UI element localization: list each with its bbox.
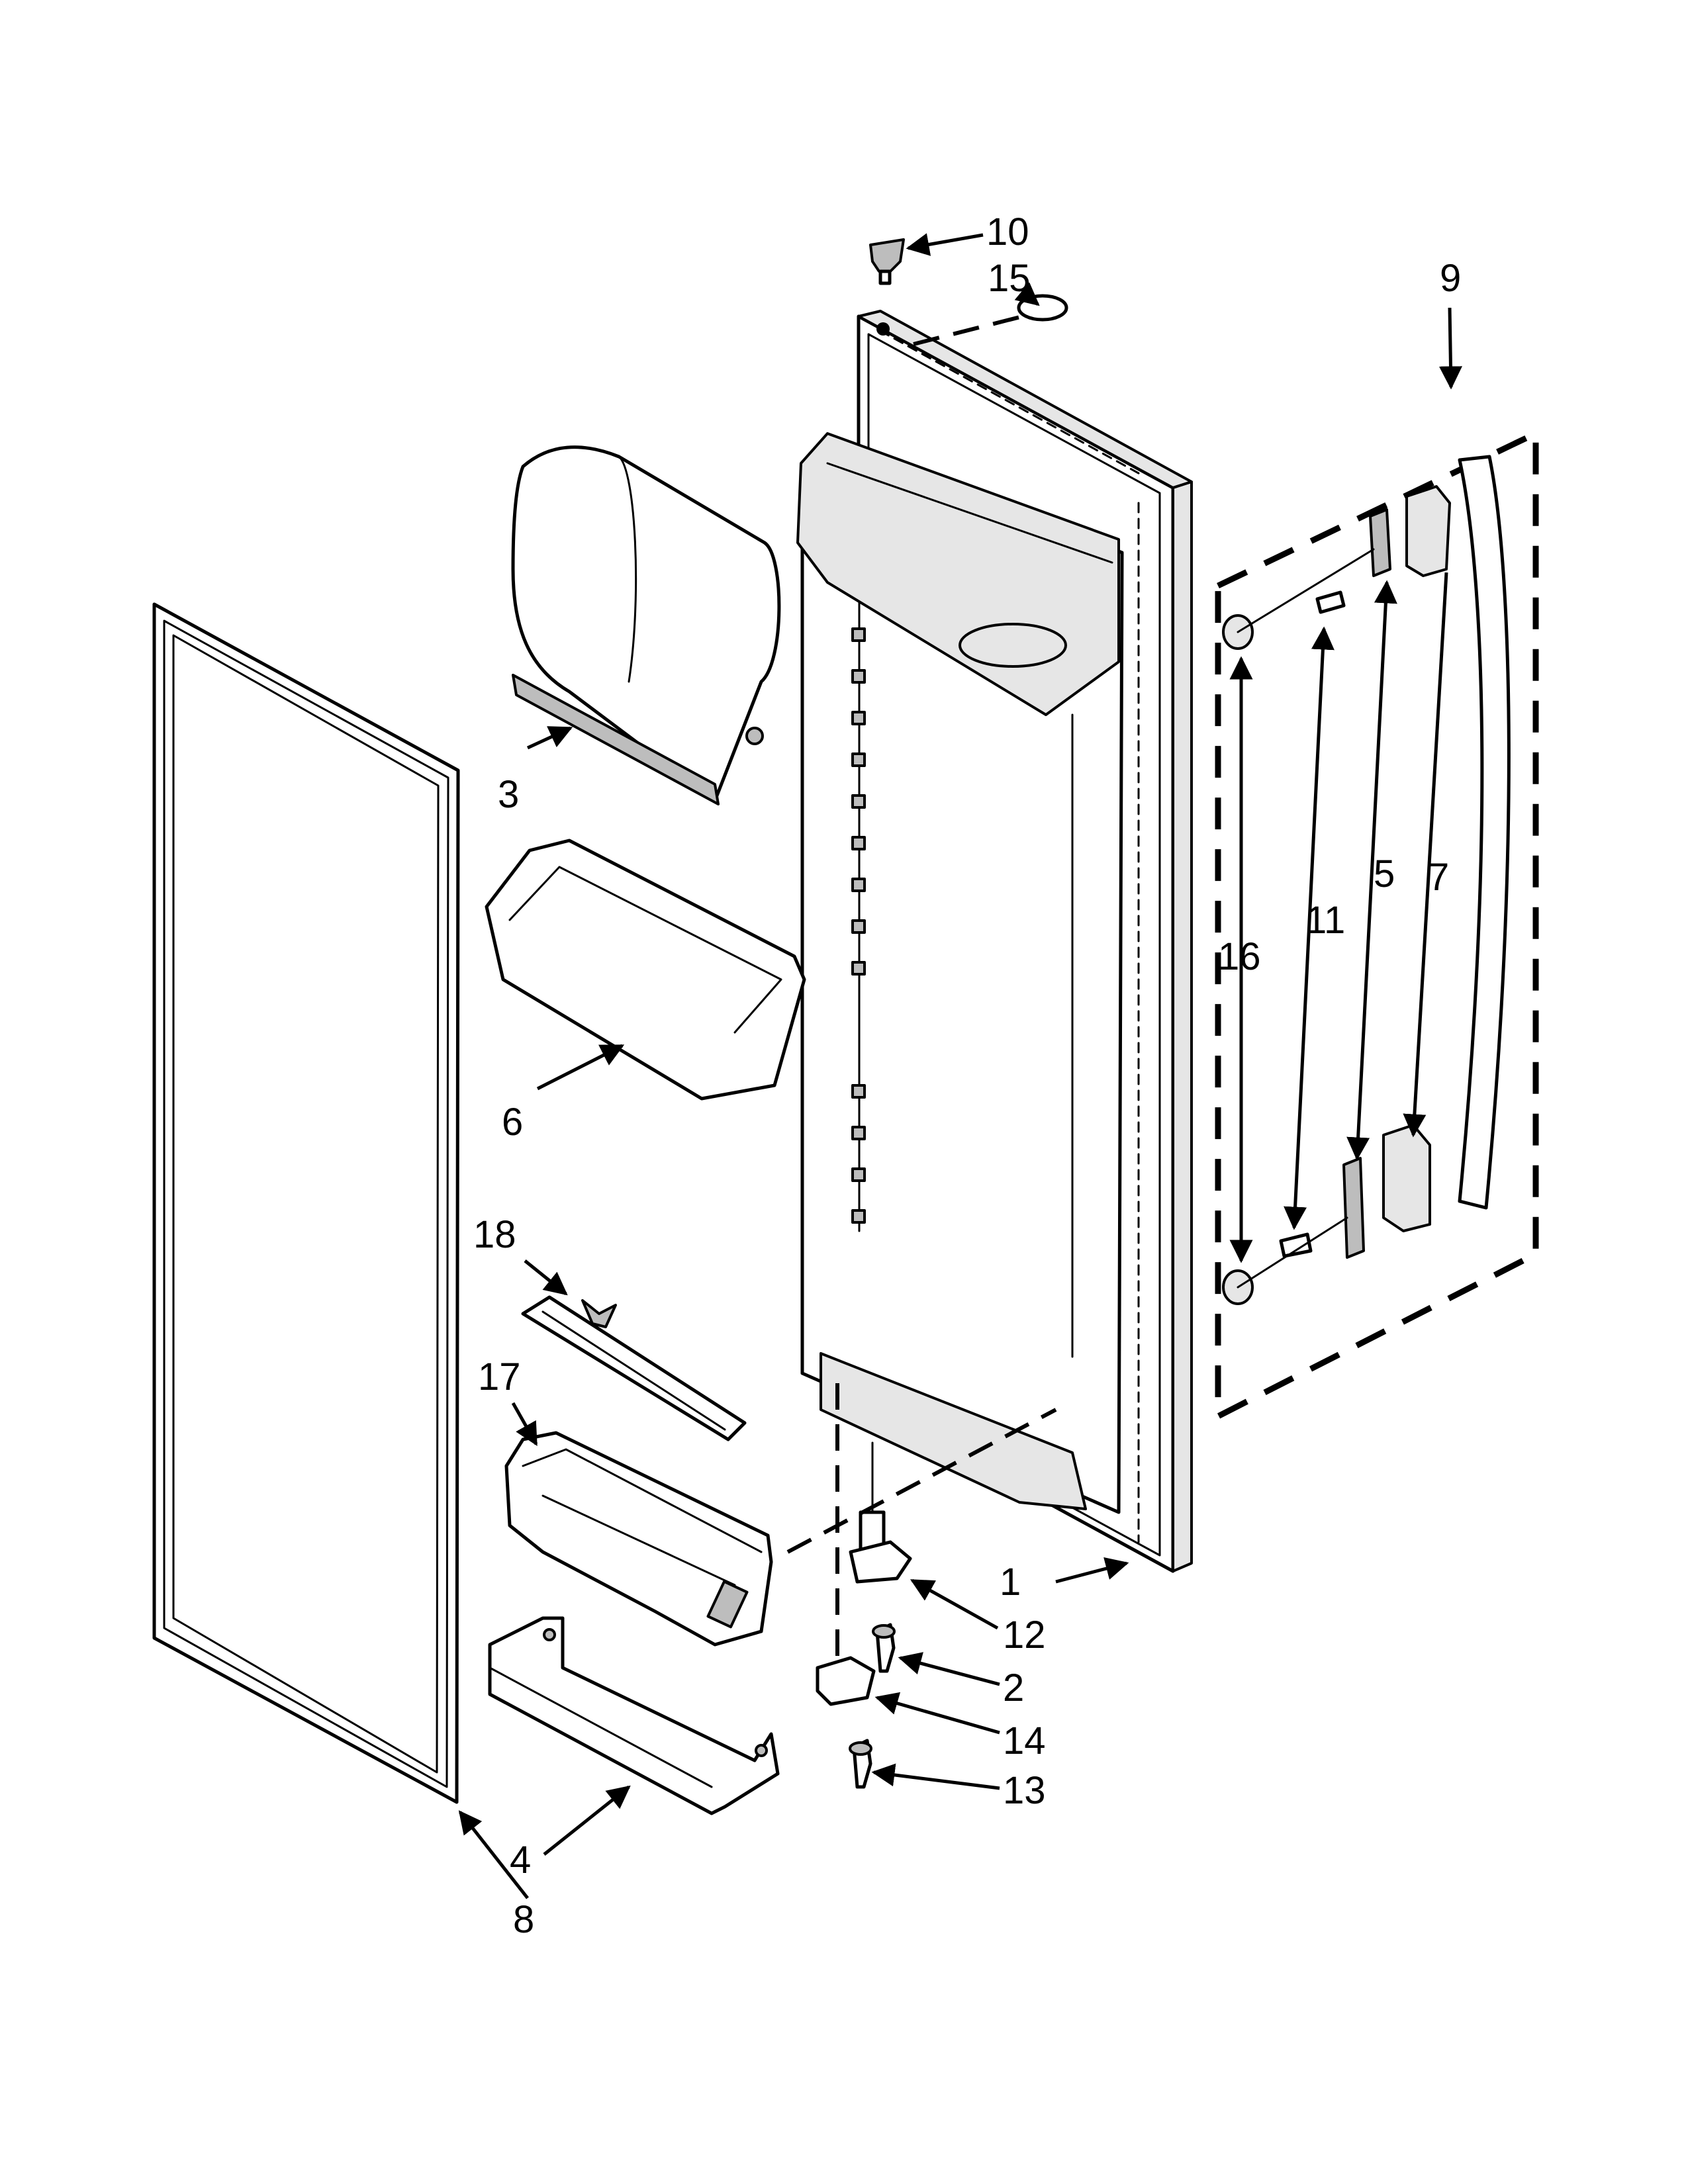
callout-9: 9 bbox=[1440, 257, 1461, 300]
bin-alignment-line bbox=[786, 1408, 1057, 1554]
callout-10: 10 bbox=[986, 210, 1029, 253]
callout-labels: 10 15 9 3 6 18 17 16 11 5 7 1 12 2 14 13… bbox=[473, 210, 1461, 1941]
leader-arrows bbox=[458, 233, 1462, 1899]
callout-15: 15 bbox=[988, 257, 1031, 300]
callout-14: 14 bbox=[1003, 1719, 1046, 1762]
callout-17: 17 bbox=[478, 1355, 521, 1398]
liner-shelf-supports bbox=[851, 627, 866, 1224]
door-assembly bbox=[796, 310, 1193, 1573]
hinge-screw-lower bbox=[849, 1739, 872, 1789]
callout-2: 2 bbox=[1003, 1666, 1024, 1709]
callout-18: 18 bbox=[473, 1213, 516, 1256]
callout-8: 8 bbox=[513, 1898, 534, 1941]
callout-11: 11 bbox=[1305, 899, 1345, 942]
hinge-bushing bbox=[913, 294, 1068, 346]
door-gasket bbox=[152, 602, 460, 1804]
callout-5: 5 bbox=[1374, 852, 1395, 895]
callout-1: 1 bbox=[1000, 1561, 1021, 1604]
callout-6: 6 bbox=[502, 1101, 523, 1144]
callout-13: 13 bbox=[1003, 1769, 1046, 1812]
door-bin-lower bbox=[504, 1431, 773, 1647]
callout-12: 12 bbox=[1003, 1614, 1046, 1657]
hinge-screw-upper bbox=[872, 1623, 896, 1673]
callout-7: 7 bbox=[1428, 856, 1449, 899]
door-bin-upper bbox=[485, 839, 806, 1101]
door-plug bbox=[869, 238, 905, 336]
door-bin-bottom bbox=[488, 1616, 780, 1815]
hinge-bracket bbox=[816, 1383, 876, 1706]
callout-16: 16 bbox=[1218, 935, 1261, 978]
dairy-door bbox=[511, 445, 781, 805]
lower-hinge bbox=[849, 1441, 912, 1584]
callout-4: 4 bbox=[510, 1839, 531, 1882]
handle-kit bbox=[1215, 428, 1539, 1422]
shelf-divider bbox=[521, 1295, 747, 1441]
callout-3: 3 bbox=[498, 773, 519, 816]
